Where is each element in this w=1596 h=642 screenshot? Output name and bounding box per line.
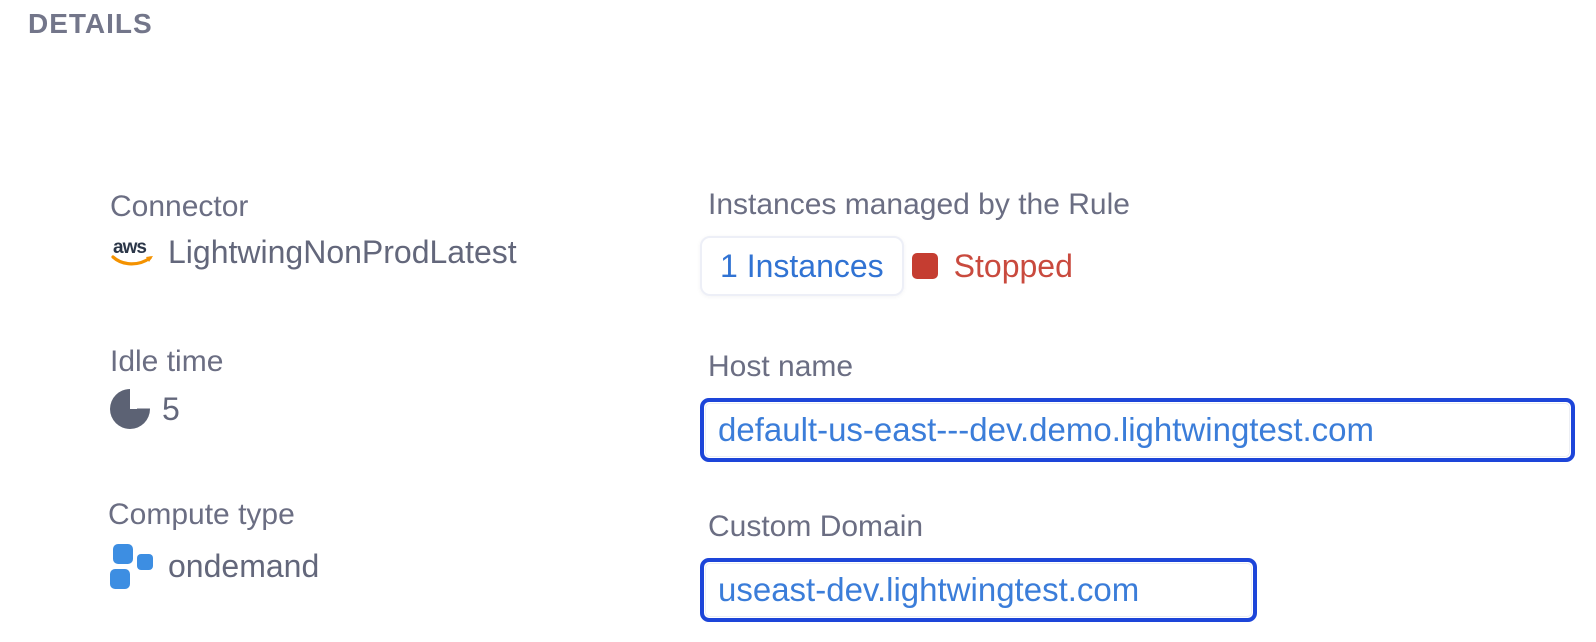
instances-label: Instances managed by the Rule (708, 188, 1130, 221)
idle-time-label: Idle time (110, 345, 224, 378)
connector-label: Connector (110, 190, 249, 223)
connector-value: LightwingNonProdLatest (168, 234, 517, 270)
compute-type-label: Compute type (108, 498, 295, 531)
field-host-name: Host name default-us-east---dev.demo.lig… (700, 348, 1575, 462)
field-compute-type: Compute type ondemand (108, 496, 319, 590)
section-title: DETAILS (28, 8, 153, 39)
status-badge: Stopped (953, 247, 1073, 284)
field-idle-time: Idle time 5 (110, 343, 223, 429)
compute-type-value: ondemand (168, 547, 320, 584)
field-custom-domain: Custom Domain useast-dev.lightwingtest.c… (700, 508, 1257, 622)
custom-domain-link[interactable]: useast-dev.lightwingtest.com (705, 563, 1252, 617)
custom-domain-box[interactable]: useast-dev.lightwingtest.com (700, 558, 1257, 622)
idle-time-value: 5 (162, 390, 180, 427)
host-name-link[interactable]: default-us-east---dev.demo.lightwingtest… (705, 403, 1570, 457)
field-connector: Connector aws LightwingNonProdLatest (110, 188, 517, 271)
red-square-status-icon (911, 253, 938, 279)
host-name-box[interactable]: default-us-east---dev.demo.lightwingtest… (700, 398, 1575, 462)
instances-count-link[interactable]: 1 Instances (700, 236, 904, 296)
field-instances: Instances managed by the Rule 1 Instance… (700, 186, 1130, 296)
aws-logo-text: aws (113, 237, 146, 258)
pie-chart-icon (110, 389, 150, 429)
compute-squares-icon (108, 542, 156, 590)
custom-domain-label: Custom Domain (708, 510, 924, 543)
host-name-label: Host name (708, 350, 854, 383)
aws-icon: aws (110, 236, 156, 270)
